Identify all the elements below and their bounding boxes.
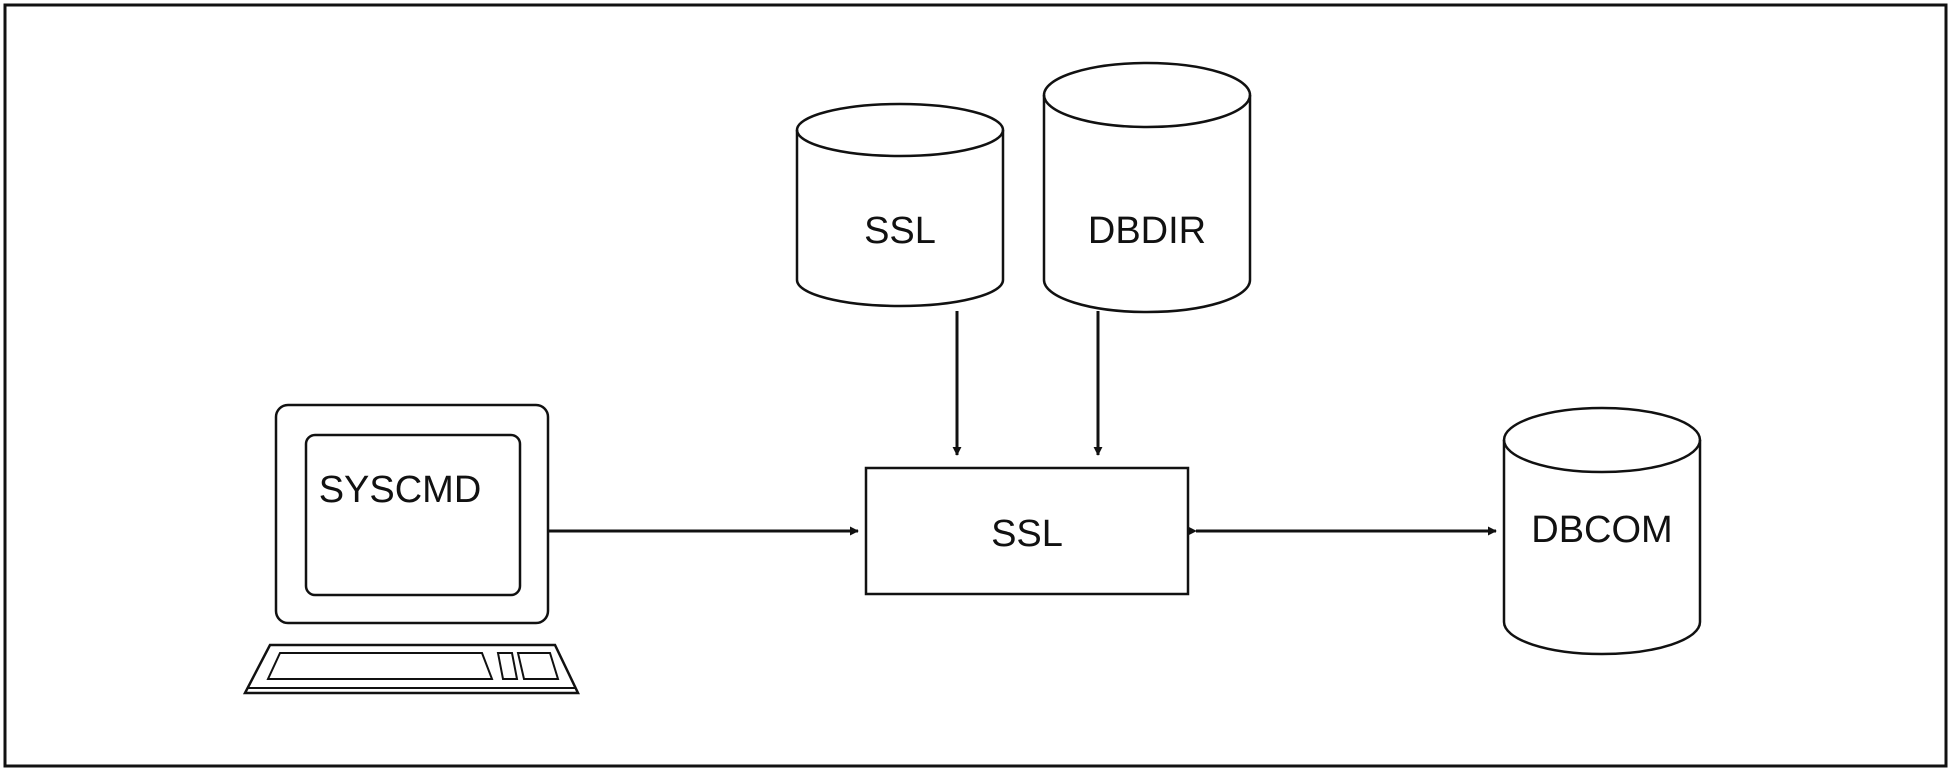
terminal-label: SYSCMD	[319, 469, 482, 511]
ssl-disk-cylinder: SSL	[795, 102, 1005, 308]
dbcom-disk-cylinder: DBCOM	[1502, 406, 1702, 656]
terminal-icon: SYSCMD	[242, 403, 580, 695]
keyboard-icon	[242, 643, 580, 695]
ssl-program-label: SSL	[991, 513, 1063, 555]
diagram-frame	[3, 3, 1948, 768]
ssl-program-box: SSL	[864, 466, 1190, 596]
dbdir-disk-label: DBDIR	[1088, 210, 1206, 252]
dbcom-disk-label: DBCOM	[1531, 509, 1672, 551]
dbdir-disk-cylinder: DBDIR	[1042, 61, 1252, 314]
ssl-disk-label: SSL	[864, 210, 936, 252]
